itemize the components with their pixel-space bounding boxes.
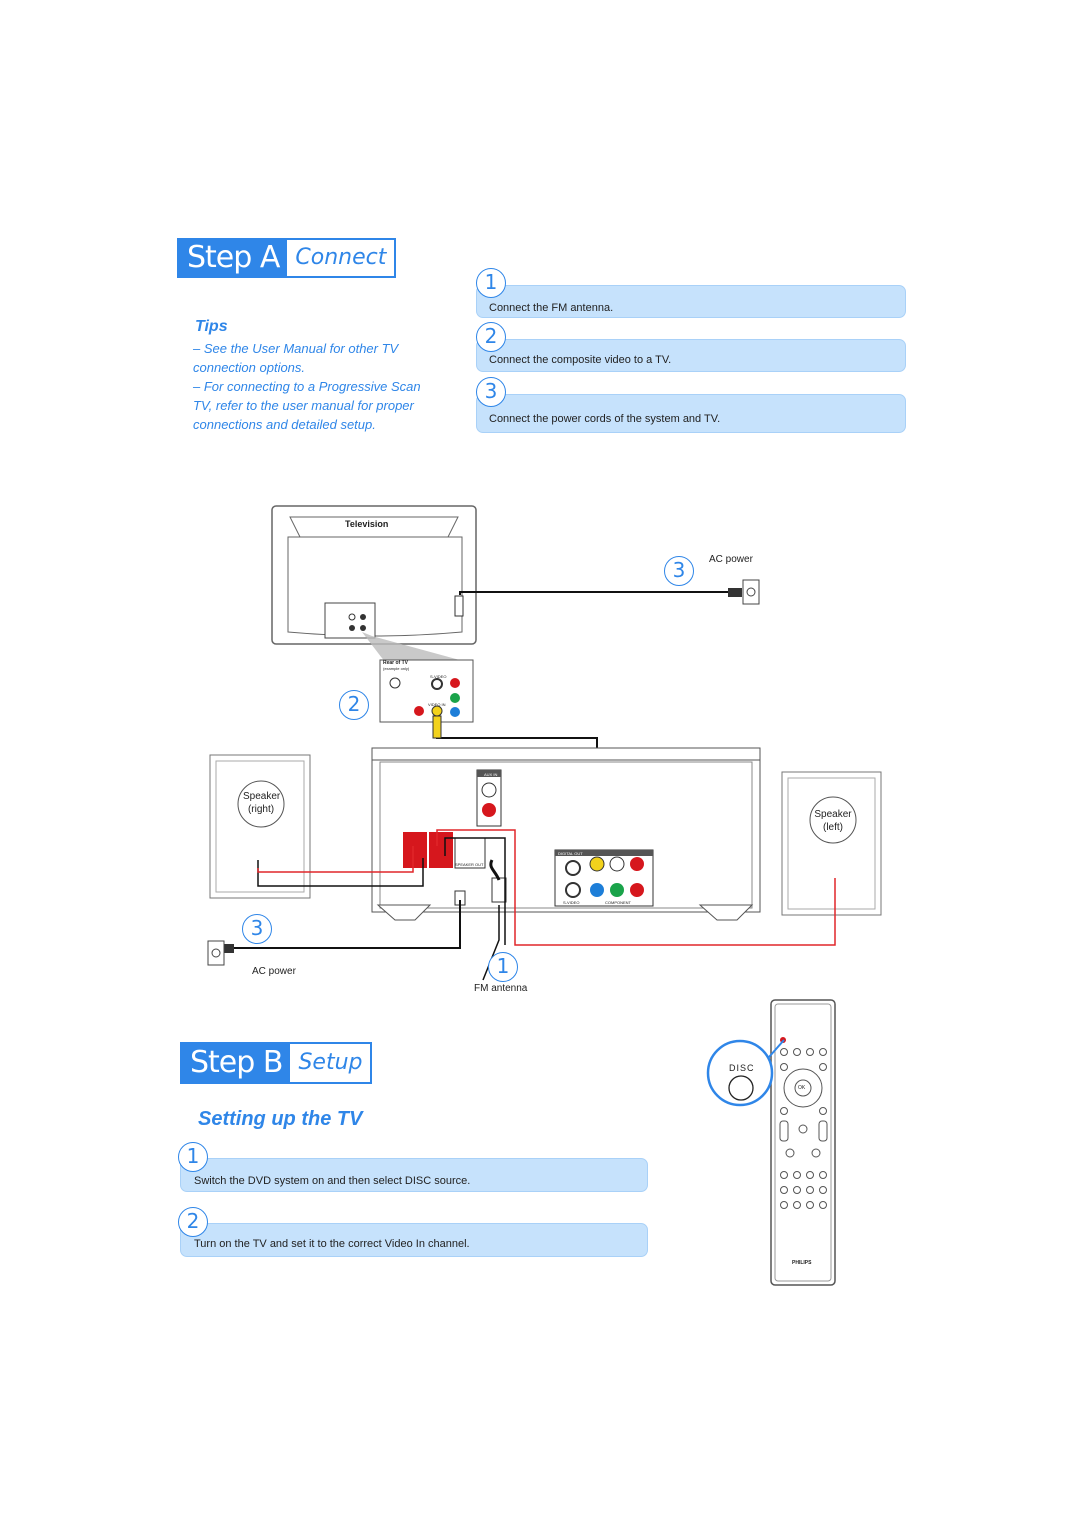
- svideo-out-label: S-VIDEO: [563, 900, 580, 905]
- step-number: 1: [178, 1142, 208, 1172]
- step-a-subtitle: Connect: [295, 245, 387, 270]
- speaker-left-label: Speaker (left): [814, 808, 852, 834]
- callout-number: 1: [488, 952, 518, 982]
- callout-number: 2: [339, 690, 369, 720]
- ac-power-label-right: AC power: [709, 554, 753, 565]
- setup-bar-1: [180, 1158, 648, 1192]
- remote-brand: PHILIPS: [792, 1260, 812, 1266]
- speaker-out-label: SPEAKER OUT: [455, 862, 484, 867]
- rear-tv-sublabel: (example only): [383, 666, 410, 671]
- speaker-left-line1: Speaker: [814, 809, 852, 820]
- setup-title: Setting up the TV: [198, 1108, 363, 1130]
- speaker-right-line2: (right): [247, 804, 275, 815]
- step-a-label: Step A: [179, 240, 288, 276]
- callout-number: 3: [242, 914, 272, 944]
- svideo-label: S-VIDEO: [430, 674, 447, 679]
- speaker-right: [209, 754, 311, 899]
- step-bar-3: [476, 394, 906, 433]
- step-number: 2: [476, 322, 506, 352]
- speaker-right-label: Speaker (right): [243, 790, 281, 816]
- aux-in-label: AUX IN: [484, 772, 498, 777]
- step-b-label: Step B: [182, 1044, 291, 1082]
- step-bar-1: [476, 285, 906, 318]
- disc-button-label: DISC: [729, 1063, 755, 1073]
- step-number: 2: [178, 1207, 208, 1237]
- step-number: 1: [476, 268, 506, 298]
- component-label: COMPONENT: [605, 900, 631, 905]
- speaker-left-line2: (left): [823, 822, 843, 833]
- step-text: Turn on the TV and set it to the correct…: [194, 1238, 470, 1250]
- setup-bar-2: [180, 1223, 648, 1257]
- ac-power-label-left: AC power: [252, 966, 296, 977]
- step-text: Connect the composite video to a TV.: [489, 354, 672, 366]
- speaker-right-line1: Speaker: [243, 791, 281, 802]
- rear-tv-panel: [379, 659, 474, 723]
- tv-label: Television: [345, 519, 389, 529]
- ok-button-label: OK: [798, 1085, 806, 1091]
- television: [271, 505, 477, 645]
- speaker-left: [781, 771, 882, 916]
- tip-item: – See the User Manual for other TV conne…: [193, 341, 399, 375]
- step-text: Switch the DVD system on and then select…: [194, 1175, 471, 1187]
- tips-title: Tips: [195, 318, 228, 335]
- tv-power-cord: [459, 591, 730, 595]
- digital-out-label: DIGITAL OUT: [558, 851, 583, 856]
- dvd-main-unit: [371, 747, 761, 921]
- step-bar-2: [476, 339, 906, 372]
- step-b-subtitle: Setup: [298, 1050, 363, 1075]
- remote-control: [706, 999, 836, 1286]
- tip-item: – For connecting to a Progressive Scan T…: [193, 379, 421, 432]
- zoom-callout: [362, 632, 467, 662]
- step-a-header: Step A Connect: [177, 238, 397, 278]
- fm-antenna-label: FM antenna: [474, 983, 528, 994]
- step-text: Connect the power cords of the system an…: [489, 413, 721, 425]
- rear-tv-label: Rear of TV: [383, 660, 409, 666]
- step-text: Connect the FM antenna.: [489, 302, 614, 314]
- step-b-header: Step B Setup: [180, 1042, 373, 1084]
- step-number: 3: [476, 377, 506, 407]
- callout-number: 3: [664, 556, 694, 586]
- video-in-label: VIDEO IN: [428, 702, 446, 707]
